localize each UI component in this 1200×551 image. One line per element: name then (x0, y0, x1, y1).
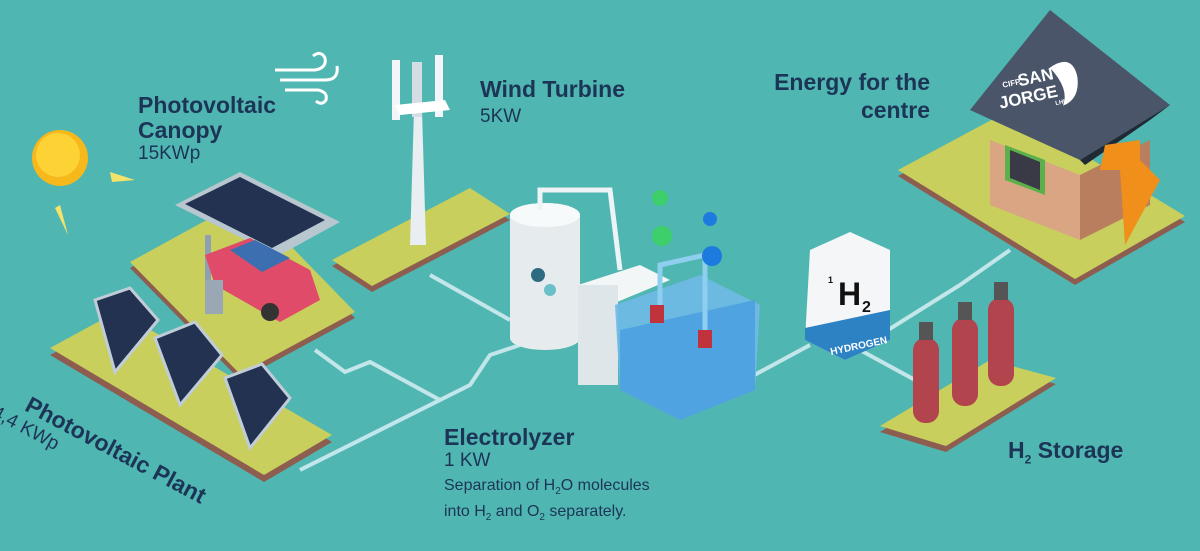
molecule-bubbles (652, 190, 722, 266)
wind-title: Wind Turbine (480, 76, 626, 102)
wind-power: 5KW (480, 106, 522, 127)
svg-text:2: 2 (862, 299, 871, 316)
electrolyzer-tank (510, 187, 623, 350)
electrolyzer-description: Separation of H2O molecules into H2 and … (444, 477, 650, 524)
sun-icon (32, 130, 135, 235)
pv-canopy-title-2: Canopy (138, 117, 223, 143)
pv-canopy-label: Photovoltaic Canopy 15KWp (138, 93, 276, 165)
electrolyzer-title: Electrolyzer (444, 424, 575, 450)
electrolyzer-label: Electrolyzer 1 KW Separation of H2O mole… (444, 425, 650, 528)
wind-gust-icon (275, 51, 339, 105)
wind-turbine (392, 55, 450, 245)
electric-car (205, 238, 320, 322)
hydrogen-cylinders (913, 282, 1014, 423)
h2-storage-label: H2 Storage (1008, 437, 1124, 467)
solar-panels (93, 286, 292, 452)
electrolysis-cell (578, 251, 760, 420)
solar-canopy (175, 172, 340, 310)
svg-text:H: H (838, 276, 861, 312)
centre-label: Energy for the centre (760, 68, 930, 124)
centre-title-2: centre (860, 97, 930, 123)
hydrogen-tile: 1 H 2 HYDROGEN (805, 232, 890, 360)
svg-text:1: 1 (828, 275, 833, 285)
pv-canopy-power: 15KWp (138, 143, 201, 164)
svg-text:LHII: LHII (1055, 99, 1068, 107)
pv-canopy-title: Photovoltaic (138, 92, 277, 118)
centre-title: Energy for the (774, 69, 930, 95)
wind-turbine-label: Wind Turbine 5KW (480, 77, 625, 128)
svg-text:CIFP: CIFP (1002, 77, 1022, 90)
electrolyzer-power: 1 KW (444, 450, 491, 471)
